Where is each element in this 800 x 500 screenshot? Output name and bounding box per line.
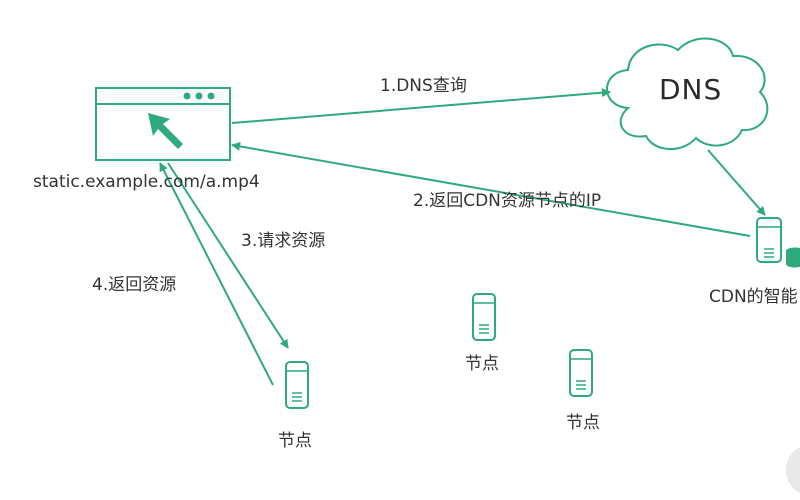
node-server-1-icon	[285, 361, 309, 409]
cloud-icon	[606, 37, 769, 151]
database-icon	[786, 247, 800, 268]
cursor-arrow-icon	[148, 113, 183, 149]
node-1-label: 节点	[278, 431, 312, 451]
step-3-label: 3.请求资源	[241, 231, 326, 251]
arrow-return-cdn-ip	[231, 141, 751, 237]
dns-label: DNS	[659, 73, 723, 106]
node-2-label: 节点	[465, 354, 499, 374]
node-3-label: 节点	[566, 413, 600, 433]
arrow-return-resource	[159, 162, 274, 386]
corner-decoration	[786, 446, 800, 494]
arrow-request-resource	[167, 162, 289, 349]
node-server-2-icon	[472, 293, 496, 341]
step-4-label: 4.返回资源	[92, 275, 177, 295]
browser-window-icon	[95, 87, 231, 161]
smart-dns-label: CDN的智能	[709, 287, 798, 307]
step-2-label: 2.返回CDN资源节点的IP	[413, 191, 602, 211]
arrow-dns-to-smart-dns	[707, 149, 766, 216]
node-server-3-icon	[569, 349, 593, 397]
arrow-dns-query	[231, 88, 611, 124]
step-1-label: 1.DNS查询	[380, 76, 467, 96]
client-url-label: static.example.com/a.mp4	[33, 172, 260, 192]
smart-dns-server-icon	[756, 217, 782, 263]
